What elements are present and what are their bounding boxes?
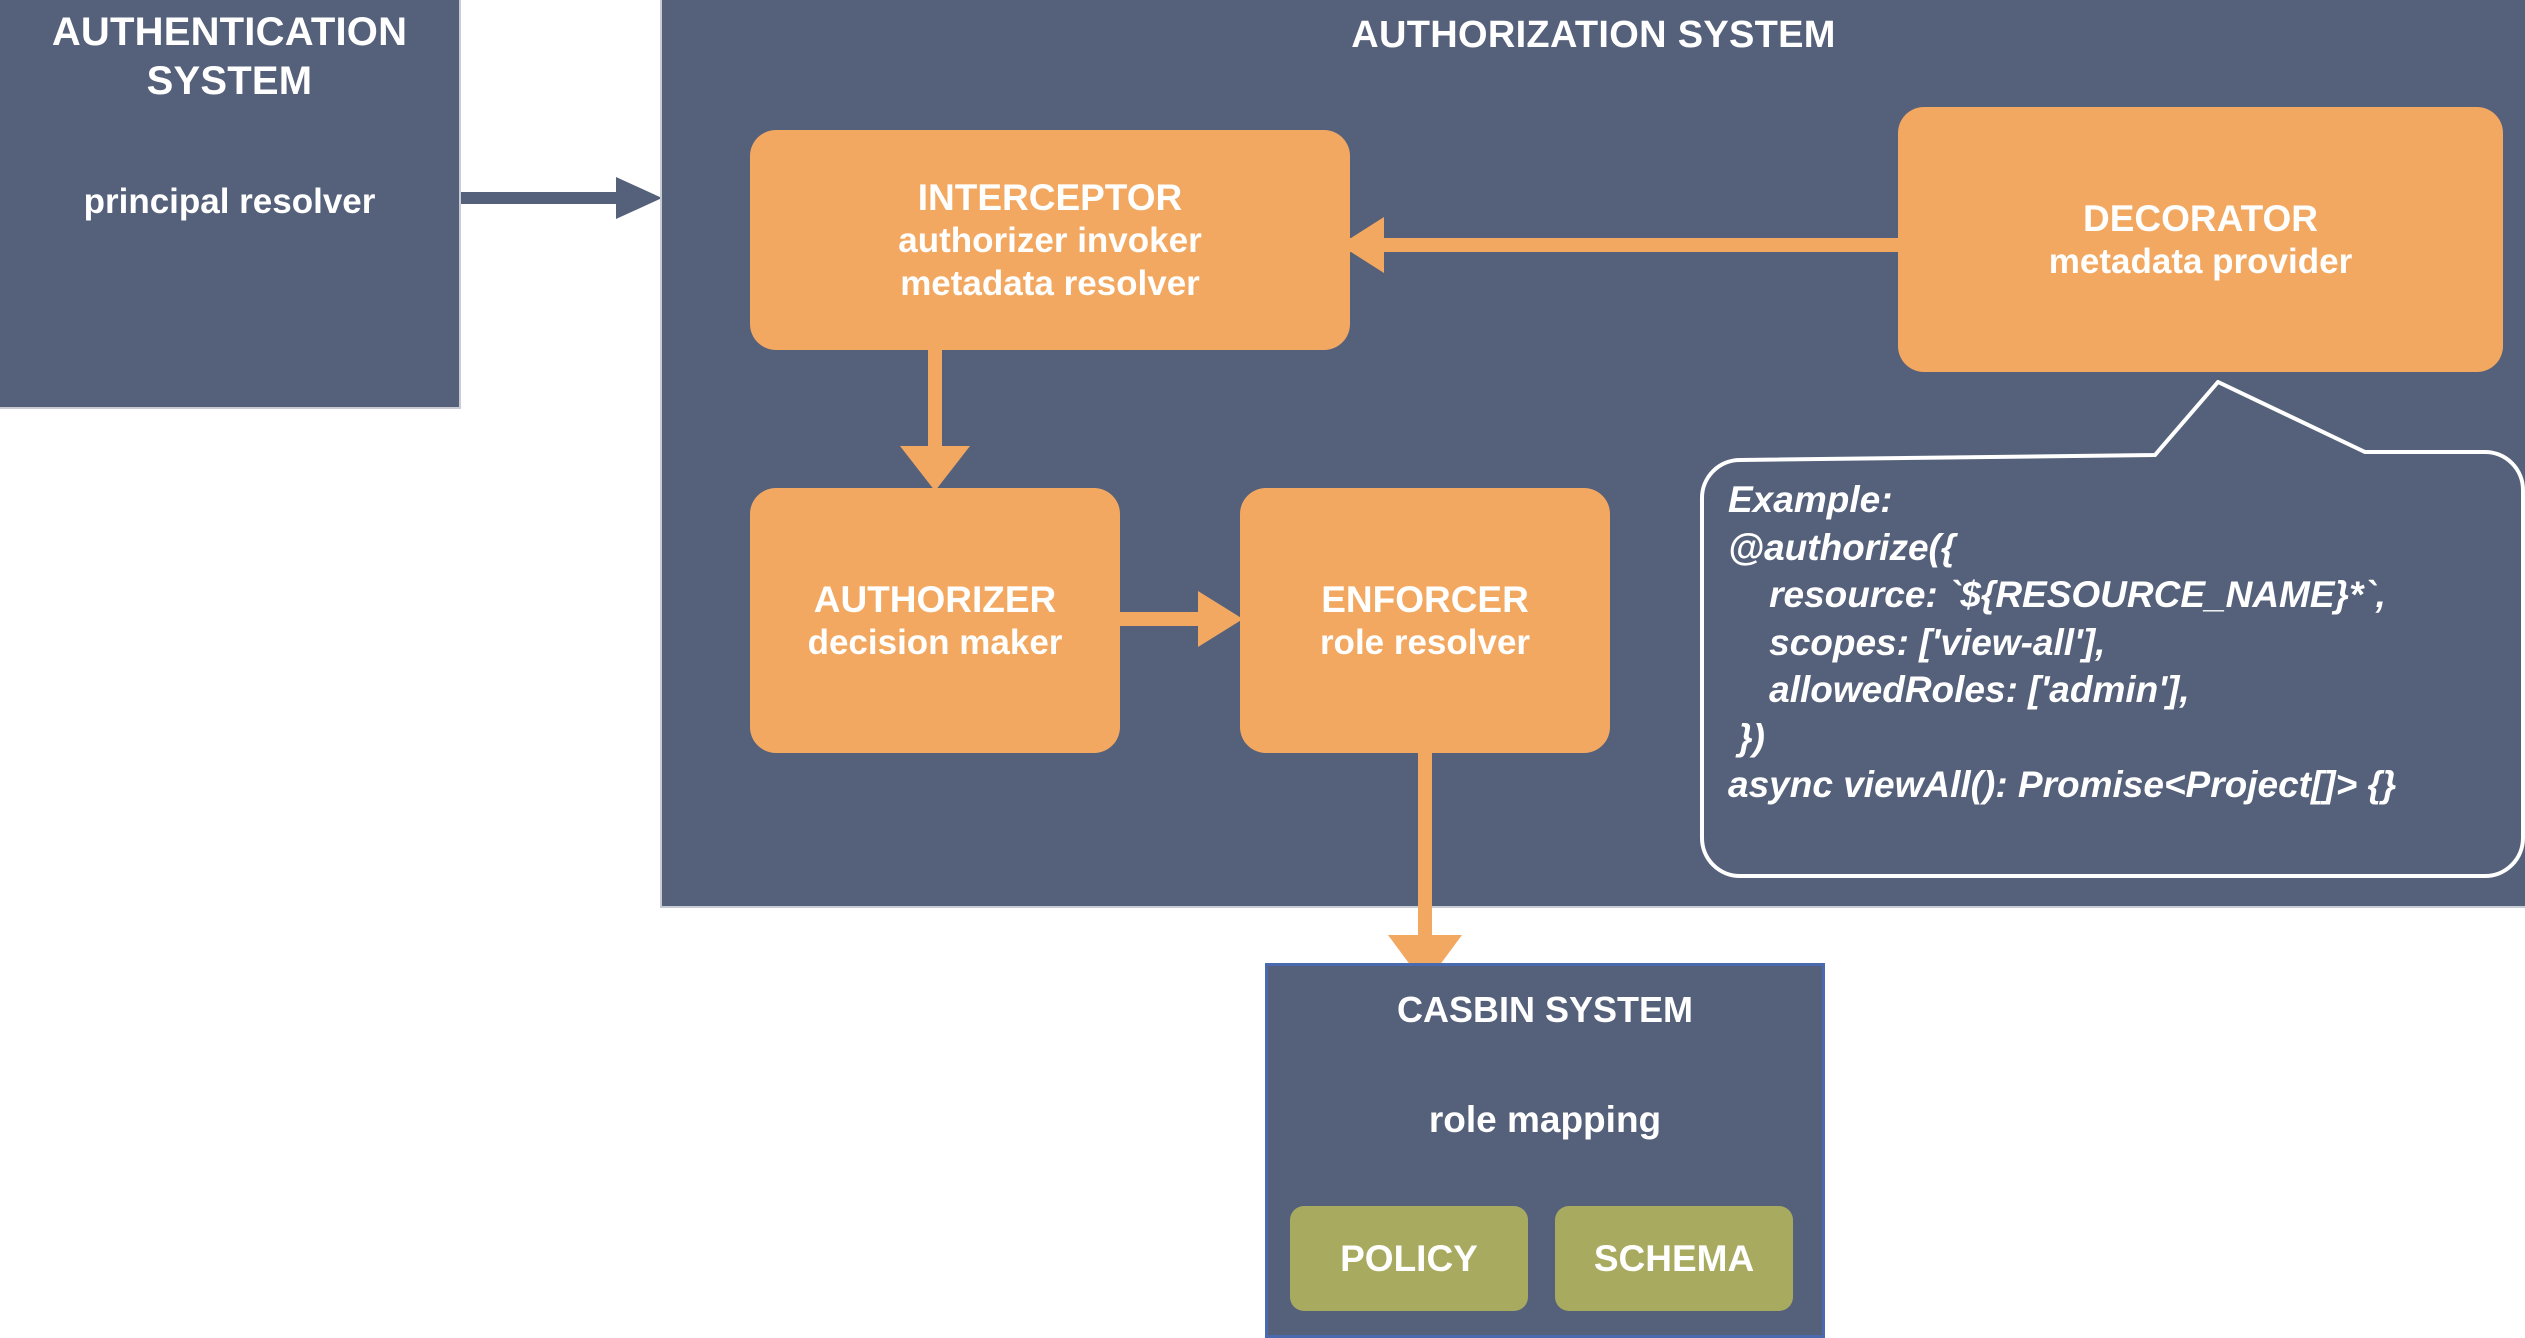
authentication-system-box: AUTHENTICATION SYSTEM principal resolver — [0, 0, 461, 409]
authorizer-title: AUTHORIZER — [813, 578, 1057, 620]
authorization-system-title: AUTHORIZATION SYSTEM — [1351, 14, 1836, 56]
interceptor-to-authorizer-arrow-line — [928, 350, 942, 455]
interceptor-box[interactable]: INTERCEPTOR authorizer invoker metadata … — [750, 130, 1350, 350]
authorizer-to-enforcer-arrow-line — [1120, 612, 1218, 626]
enforcer-line1: role resolver — [1319, 622, 1531, 662]
enforcer-to-casbin-arrow-line — [1418, 753, 1432, 943]
auth-to-authz-arrow-line — [461, 192, 633, 204]
interceptor-to-authorizer-arrow-head — [900, 446, 970, 491]
decorator-line1: metadata provider — [2048, 241, 2353, 281]
interceptor-title: INTERCEPTOR — [917, 176, 1183, 218]
casbin-system-subtitle: role mapping — [1428, 1099, 1662, 1140]
callout-code-text: Example: @authorize({ resource: `${RESOU… — [1728, 479, 2397, 806]
authorizer-box[interactable]: AUTHORIZER decision maker — [750, 488, 1120, 753]
enforcer-box[interactable]: ENFORCER role resolver — [1240, 488, 1610, 753]
callout-outline-shape — [1700, 380, 2525, 878]
decorator-title: DECORATOR — [2082, 197, 2319, 239]
authorizer-to-enforcer-arrow-head — [1198, 591, 1243, 647]
auth-to-authz-arrow-head — [616, 177, 662, 219]
authentication-system-title: AUTHENTICATION SYSTEM — [51, 10, 408, 103]
interceptor-line2: metadata resolver — [900, 263, 1200, 303]
decorator-box[interactable]: DECORATOR metadata provider — [1898, 107, 2503, 372]
decorator-example-callout: Example: @authorize({ resource: `${RESOU… — [1700, 380, 2525, 880]
enforcer-title: ENFORCER — [1321, 578, 1529, 620]
schema-box[interactable]: SCHEMA — [1555, 1206, 1793, 1311]
policy-box[interactable]: POLICY — [1290, 1206, 1528, 1311]
authentication-system-subtitle: principal resolver — [83, 182, 376, 221]
authorizer-line1: decision maker — [807, 622, 1063, 662]
casbin-system-box: CASBIN SYSTEM role mapping POLICY SCHEMA — [1265, 963, 1825, 1338]
casbin-system-title: CASBIN SYSTEM — [1396, 989, 1694, 1030]
decorator-to-interceptor-arrow-head — [1340, 217, 1384, 273]
interceptor-line1: authorizer invoker — [898, 220, 1202, 260]
decorator-to-interceptor-arrow-line — [1350, 238, 1898, 252]
